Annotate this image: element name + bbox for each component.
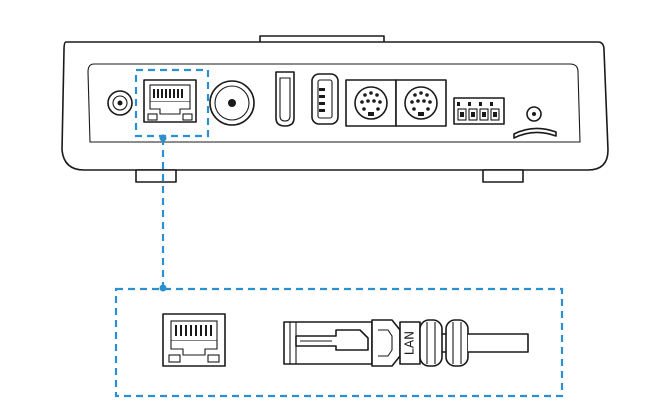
rj45-lan-port-icon	[143, 79, 197, 123]
hdmi-port-icon	[275, 71, 295, 127]
detail-box	[114, 287, 564, 398]
audio-jack-icon	[513, 106, 557, 139]
port-highlight-box	[134, 68, 210, 138]
device-rear-panel	[61, 35, 609, 183]
usb-port-icon	[311, 73, 339, 125]
lan-cable-plug-icon	[283, 319, 529, 367]
rj45-port-detail-icon	[162, 313, 226, 367]
right-foot	[482, 169, 524, 183]
cable-lan-label: LAN	[403, 331, 417, 355]
mini-din-port-1-icon	[345, 79, 397, 127]
terminal-block-icon	[453, 97, 505, 125]
device-top-tab	[259, 35, 385, 43]
coaxial-port-icon	[209, 80, 255, 126]
mini-din-port-2-icon	[395, 79, 447, 127]
dc-power-jack-icon	[107, 90, 133, 116]
left-foot	[135, 169, 177, 183]
connector-dot-top	[159, 134, 167, 142]
